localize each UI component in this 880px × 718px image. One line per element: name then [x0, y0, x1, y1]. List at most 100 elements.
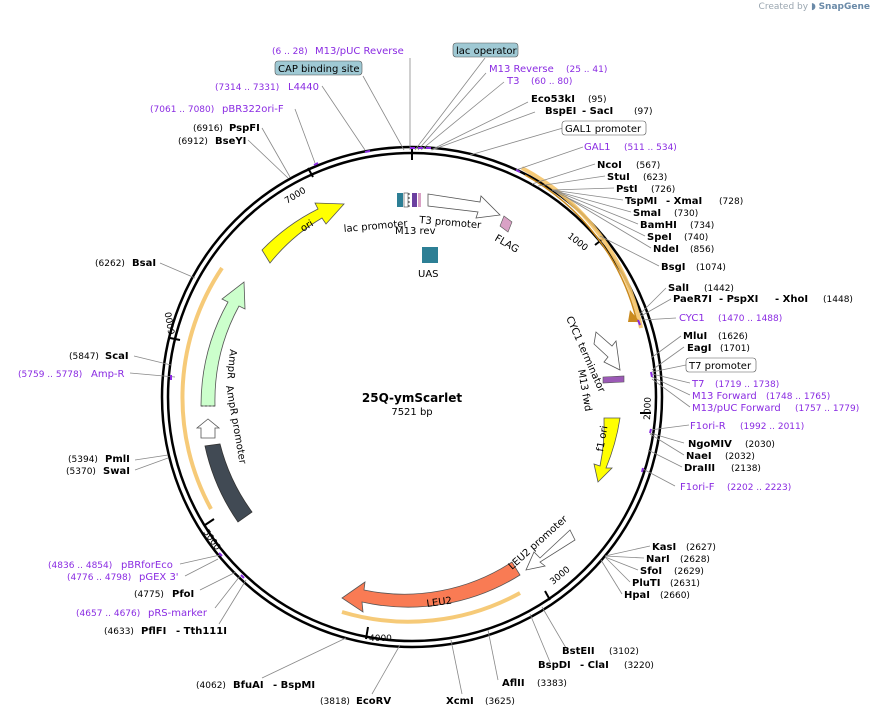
enzyme-pos-swai: (5370) — [66, 467, 96, 477]
leader-eagi — [651, 346, 685, 371]
tick-label-6000: 6000 — [164, 311, 178, 336]
bottom-left-labels: (3818) EcoRV (4062) BfuAI - BspMI (4633)… — [18, 258, 391, 707]
enzyme-pos-stui: (623) — [643, 173, 667, 183]
primer-tick-l4440 — [364, 150, 371, 153]
enzyme-psti: PstI — [616, 184, 638, 195]
leader-scai — [133, 355, 172, 366]
plasmid-size: 7521 bp — [391, 407, 432, 418]
leader-ngomiv — [649, 432, 685, 444]
leader-m13-puc-fwd — [651, 378, 691, 408]
tick-4000 — [365, 626, 369, 640]
enzyme-pos-psti: (726) — [651, 185, 675, 195]
highlight-arcs — [180, 166, 643, 624]
enzyme-kasi: KasI — [652, 542, 676, 553]
enzyme-bamhi: BamHI — [640, 220, 677, 231]
enzyme-sfoi: SfoI — [640, 566, 662, 577]
primer-pos-f1ori-f: (2202 .. 2223) — [727, 483, 791, 493]
leader-pflfi — [218, 579, 247, 625]
leader-naei — [649, 433, 685, 456]
primer-pos-gal1: (511 .. 534) — [624, 143, 677, 153]
highlight-leu2 — [341, 591, 521, 624]
primer-pos-t7: (1719 .. 1738) — [715, 380, 779, 390]
enzyme-eagi: EagI — [687, 343, 711, 354]
lac-promoter-block — [403, 192, 409, 208]
t3-promoter-arrow — [427, 193, 501, 219]
leader-pspfi — [261, 127, 291, 178]
leader-paer7i — [640, 298, 672, 317]
m13-rev-block — [412, 193, 417, 207]
primer-pgex3: pGEX 3' — [139, 572, 179, 583]
m13-rev-label: M13 rev — [395, 226, 436, 237]
enzyme-spei: SpeI — [647, 232, 672, 243]
primer-tick-gal1 — [515, 169, 521, 173]
gal1-promoter-label: GAL1 promoter — [565, 124, 642, 135]
enzyme-scai: ScaI — [105, 351, 129, 362]
enzyme-tspmi: TspMI — [625, 196, 657, 207]
primer-pos-f1ori-r: (1992 .. 2011) — [740, 422, 804, 432]
snapgene-icon: ◗ — [810, 2, 816, 12]
primer-pos-pbrforeco: (4836 .. 4854) — [48, 561, 112, 571]
cap-binding-site-label: CAP binding site — [278, 64, 360, 75]
leader-swai — [134, 457, 169, 471]
leader-psti — [551, 187, 615, 191]
enzyme-mlui: MluI — [683, 331, 707, 342]
enzyme-pos-pfoi: (4775) — [134, 590, 164, 600]
plasmid-name: 25Q-ymScarlet — [362, 391, 462, 405]
lac-operator-box — [452, 42, 519, 58]
leader-ncoi — [531, 163, 596, 185]
enzyme-pos-hpai: (2660) — [660, 591, 690, 601]
primer-pbrforeco: pBRforEco — [121, 560, 173, 571]
enzyme-pos-bsteii: (3102) — [609, 647, 639, 657]
enzyme-aflii: AflII — [502, 678, 525, 689]
primer-prs-marker: pRS-marker — [148, 608, 208, 619]
leader-hpai — [600, 559, 623, 595]
leader-bamhi — [552, 189, 639, 225]
enzyme-pos-eco53ki: (95) — [588, 95, 606, 105]
enzyme-pos-bsai: (6262) — [95, 259, 125, 269]
right-labels: NcoI (567) StuI (623) PstI (726) TspMI -… — [597, 160, 859, 493]
leader-pbrforeco — [179, 554, 221, 565]
enzyme-pos-tspmi-xmai: (728) — [719, 197, 743, 207]
top-labels: (6 .. 28) M13/pUC Reverse lac operator C… — [150, 42, 677, 153]
credit-brand: SnapGene — [818, 2, 870, 12]
leader-gal1 — [515, 146, 584, 171]
primer-pos-t3: (60 .. 80) — [531, 77, 572, 87]
uas-block — [422, 247, 438, 263]
leader-sfoi — [604, 556, 639, 571]
leader-pmli — [134, 454, 169, 461]
uas-label: UAS — [418, 269, 439, 280]
leader-bfuai — [261, 637, 347, 679]
enzyme-nari: NarI — [646, 554, 670, 565]
enzyme-pos-ecorv: (3818) — [320, 697, 350, 707]
enzyme-pspfi: PspFI — [229, 123, 260, 134]
leader-pfoi — [199, 571, 237, 591]
enzyme-pos-ngomiv: (2030) — [745, 440, 775, 450]
flag-label: FLAG — [493, 233, 521, 256]
leu2-promoter-arrow — [525, 529, 576, 571]
primer-tick-cyc1 — [637, 319, 641, 326]
tick-label-1000: 1000 — [565, 231, 589, 253]
leader-eco53ki — [430, 101, 529, 151]
enzyme-pos-ncoi: (567) — [636, 161, 660, 171]
ampr-arrow — [200, 281, 246, 407]
leader-smai — [551, 189, 632, 213]
cap-site-block — [397, 193, 403, 207]
enzyme-swai: SwaI — [103, 466, 130, 477]
ampr-promoter-arrow — [195, 418, 221, 439]
enzyme-pos-spei: (740) — [684, 233, 708, 243]
enzyme-pos-smai: (730) — [674, 209, 698, 219]
primer-f1ori-r: F1ori-R — [690, 421, 726, 432]
enzyme-clai: - ClaI — [580, 660, 609, 671]
leader-bspei — [431, 111, 536, 151]
cen-ars-block — [204, 443, 253, 523]
leader-bseyi — [247, 139, 289, 179]
enzyme-ecorv: EcoRV — [356, 696, 391, 707]
primer-pos-m13-forward: (1748 .. 1765) — [766, 392, 830, 402]
primer-m13-puc-rev: M13/pUC Reverse — [315, 46, 404, 57]
primer-tick-pbr322 — [313, 162, 319, 166]
enzyme-pos-bspei-saci: (97) — [634, 107, 652, 117]
enzyme-bspmi: - BspMI — [273, 680, 315, 691]
leader-mlui — [650, 335, 682, 359]
enzyme-pos-ndei: (856) — [690, 245, 714, 255]
t7-promoter-label: T7 promoter — [688, 361, 752, 372]
